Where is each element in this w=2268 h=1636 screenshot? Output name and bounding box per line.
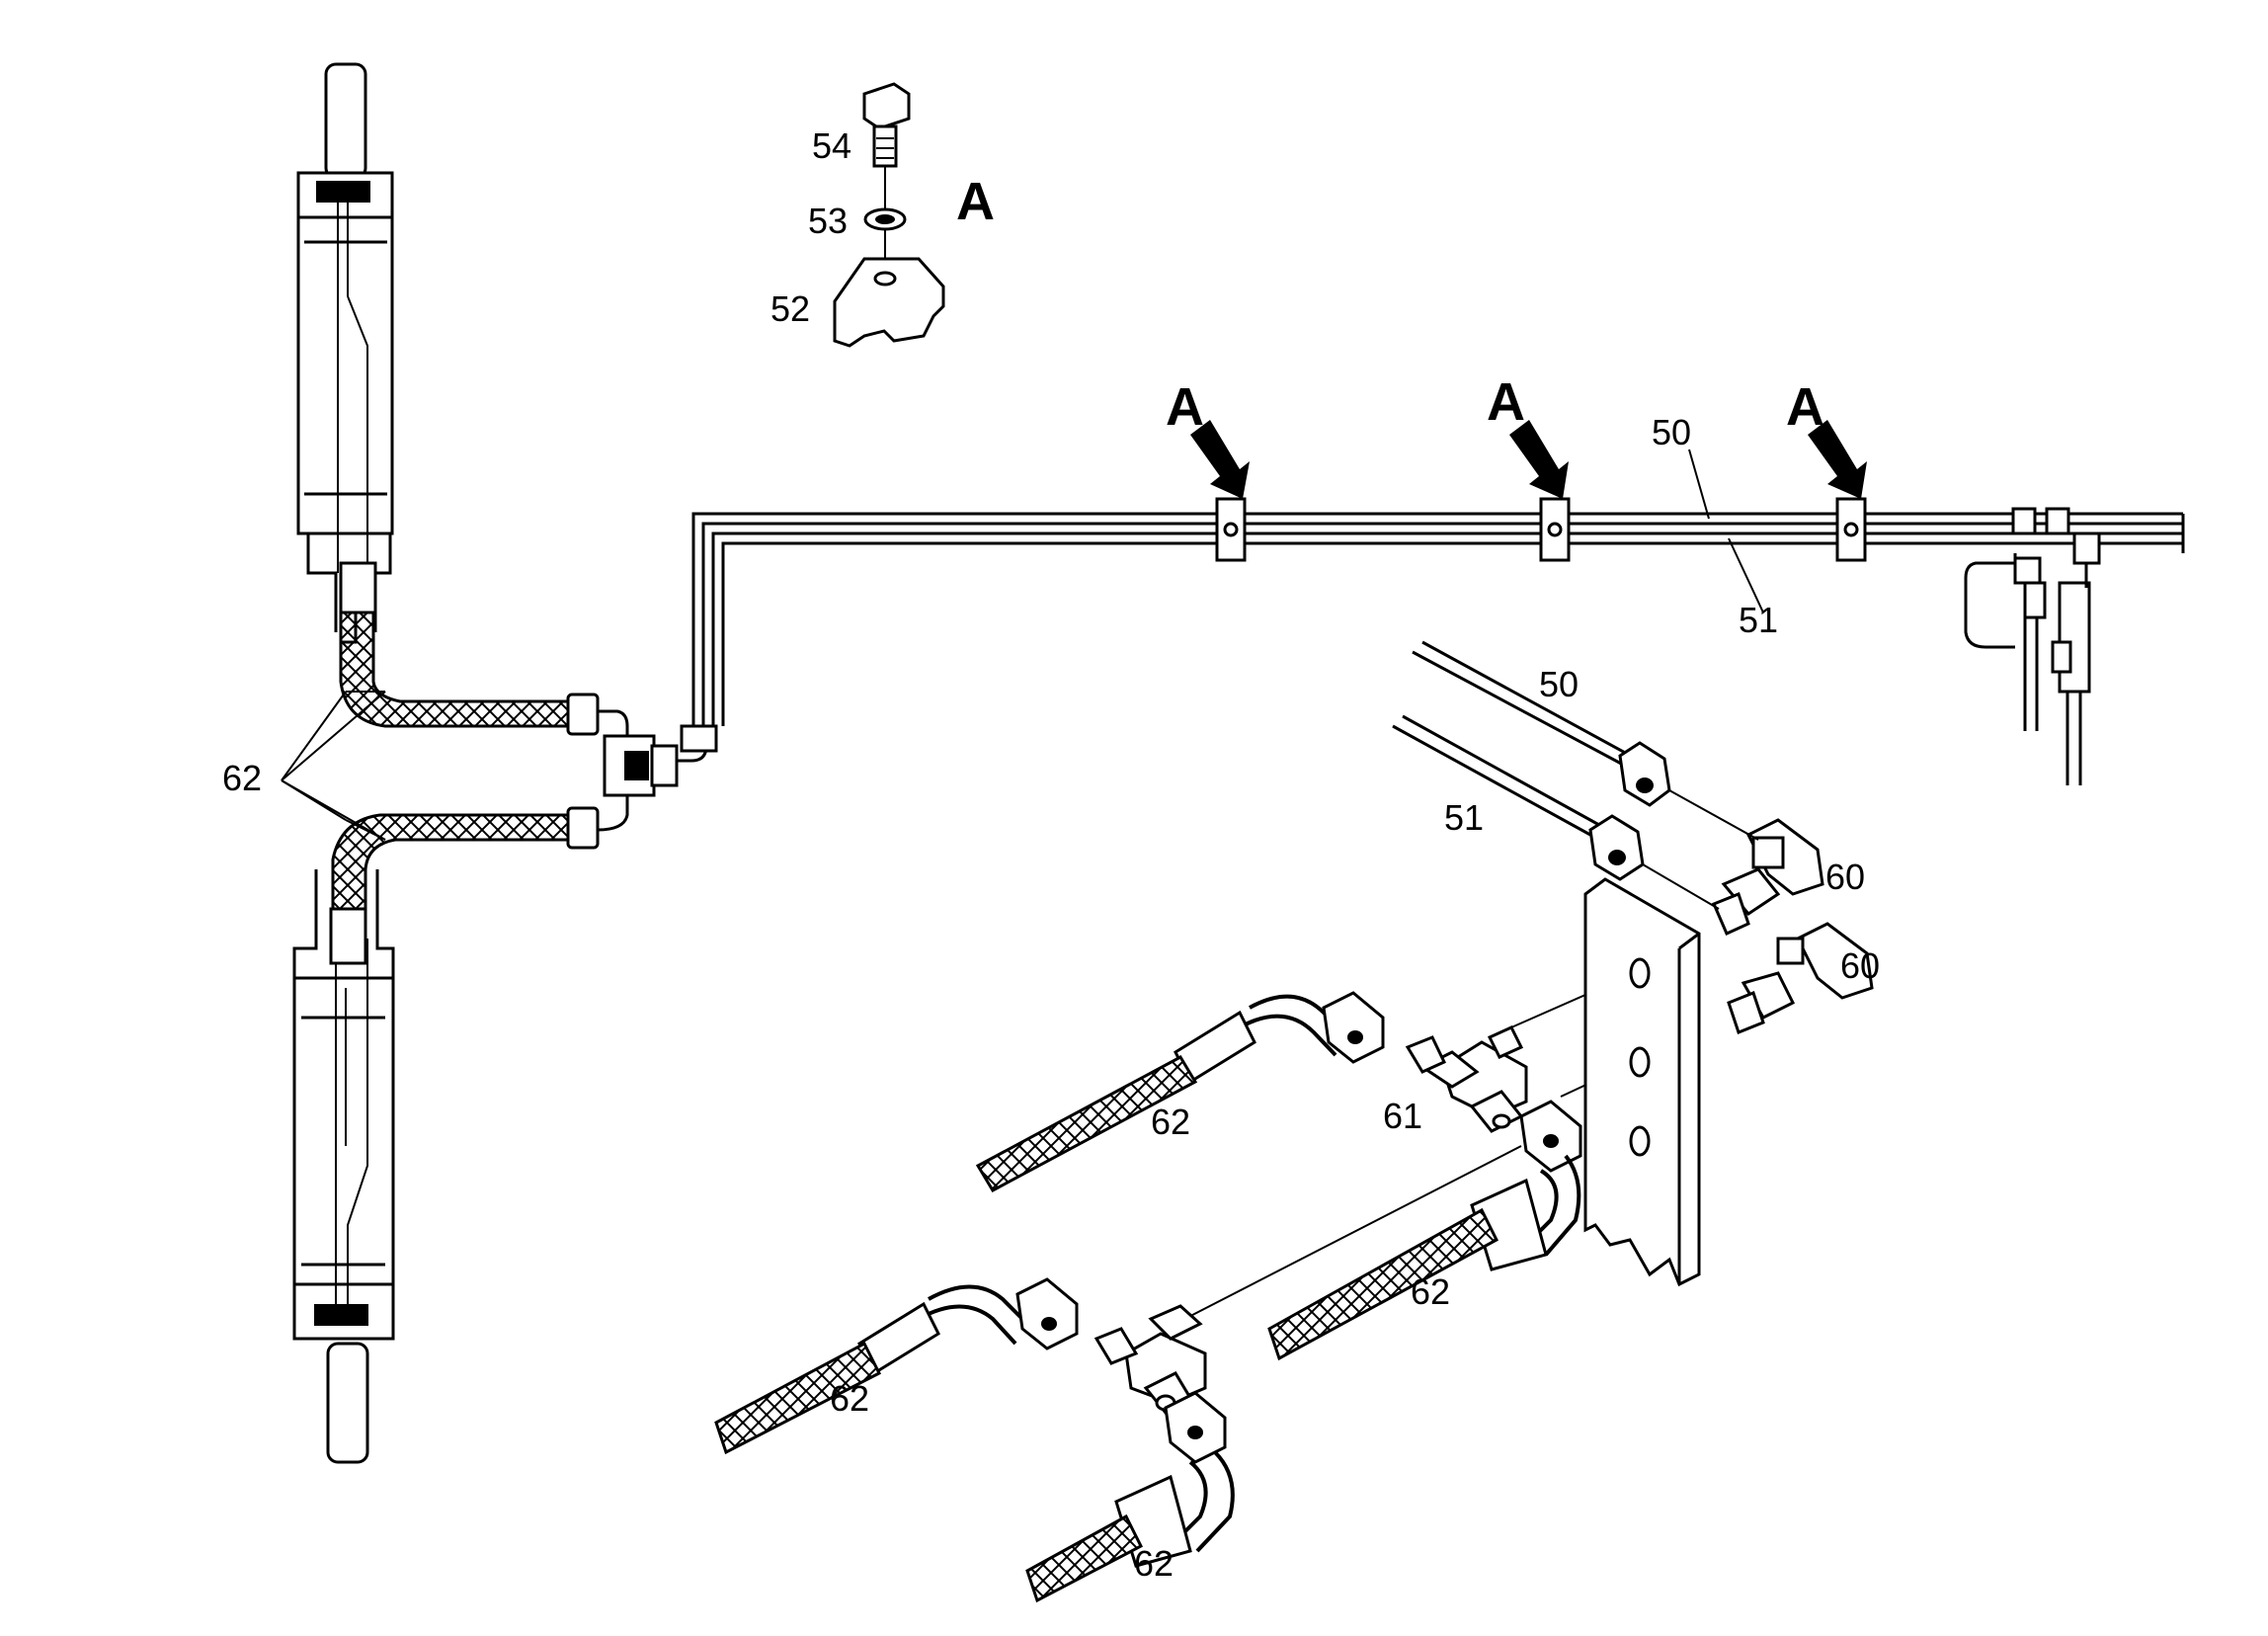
hose-62-bottom — [1025, 1391, 1235, 1603]
label-detail-a: A — [956, 172, 995, 231]
label-50-lower: 50 — [1539, 664, 1579, 704]
label-52: 52 — [770, 288, 810, 329]
label-62-lower-hose: 62 — [830, 1378, 869, 1419]
hose-62-middle — [1267, 1100, 1582, 1361]
leader-lines-50-51 — [884, 247, 1764, 614]
pipe-clamp-1 — [1215, 497, 1247, 562]
pipe-51-end — [1392, 714, 1645, 881]
leader-lines-62 — [281, 691, 386, 841]
tee-manifold — [597, 709, 718, 832]
hose-62-upper-left — [975, 991, 1385, 1192]
label-60-lower: 60 — [1840, 945, 1880, 986]
label-51-upper: 51 — [1739, 600, 1778, 640]
elbow-fitting-60-upper — [1712, 818, 1824, 936]
label-60-upper: 60 — [1825, 857, 1865, 897]
upper-cylinder — [296, 62, 394, 632]
lower-cylinder — [292, 869, 395, 1464]
elbow-fitting-60-lower — [1727, 922, 1874, 1034]
hose-62-lower-left — [714, 1277, 1079, 1455]
label-62-upper-hose: 62 — [1151, 1102, 1190, 1142]
label-61: 61 — [1383, 1096, 1422, 1136]
pipe-clamp-3 — [1835, 497, 1867, 562]
mounting-bracket — [1583, 877, 1701, 1287]
label-53: 53 — [808, 201, 848, 241]
clamp-arrow-1 — [1190, 420, 1250, 499]
clamp-arrow-2 — [1509, 420, 1569, 499]
lower-hose-assembly — [329, 806, 600, 965]
label-50-upper: 50 — [1652, 412, 1691, 452]
label-62-left: 62 — [222, 758, 262, 798]
pipe-clamp-2 — [1539, 497, 1571, 562]
detail-a-assembly — [833, 82, 945, 348]
pipe-50-end — [1412, 640, 1671, 807]
label-51-lower: 51 — [1444, 797, 1484, 838]
tee-fitting-61-upper — [1405, 1025, 1528, 1133]
clamp-arrow-3 — [1808, 420, 1867, 499]
label-62-bottom-hose: 62 — [1134, 1543, 1174, 1584]
right-connector-assembly — [1964, 507, 2101, 785]
upper-hose-assembly — [339, 561, 600, 736]
label-arrow-a-1: A — [1166, 377, 1204, 437]
label-arrow-a-2: A — [1487, 372, 1525, 432]
main-pipes — [691, 512, 2185, 726]
label-62-middle-hose: 62 — [1411, 1271, 1450, 1312]
label-54: 54 — [812, 125, 851, 166]
label-arrow-a-3: A — [1786, 377, 1824, 437]
